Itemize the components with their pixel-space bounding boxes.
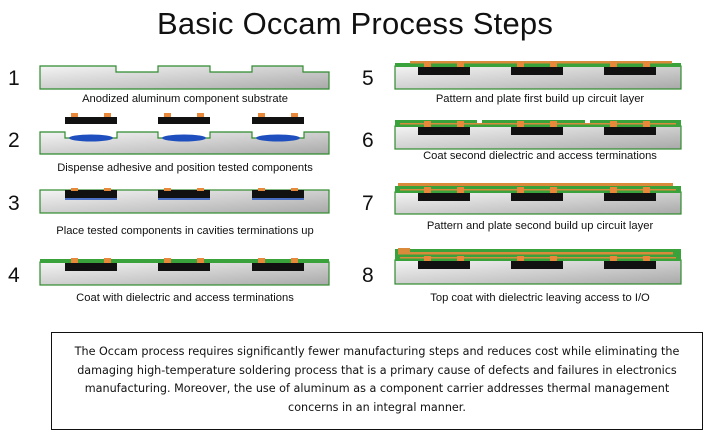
step-5-copper (410, 61, 672, 64)
step-2-adhesive-3 (256, 134, 300, 142)
step-5-caption: Pattern and plate first build up circuit… (435, 93, 645, 105)
step-7-caption: Pattern and plate second build up circui… (426, 220, 654, 232)
step-1-caption: Anodized aluminum component substrate (82, 93, 288, 105)
step-2-caption: Dispense adhesive and position tested co… (57, 162, 313, 174)
step-3-caption: Place tested components in cavities term… (56, 225, 314, 237)
step-6-diagram (394, 120, 682, 150)
step-3-number: 3 (8, 192, 20, 215)
step-2-number: 2 (8, 129, 20, 152)
step-5-diagram (394, 61, 682, 90)
step-8-diagram (394, 248, 682, 285)
step-1-substrate (39, 65, 330, 90)
step-6-number: 6 (362, 129, 374, 152)
step-1-number: 1 (8, 67, 20, 90)
step-1-diagram (39, 65, 330, 90)
step-8-caption: Top coat with dielectric leaving access … (430, 292, 650, 304)
step-7-copper-top (398, 183, 673, 186)
step-6-caption: Coat second dielectric and access termin… (423, 150, 657, 162)
step-8-io-access (398, 248, 410, 252)
step-2-adhesive-2 (162, 134, 206, 142)
step-2-adhesive-1 (69, 134, 113, 142)
step-7-diagram (394, 183, 682, 215)
process-diagrams (39, 61, 682, 286)
step-4-number: 4 (8, 264, 20, 287)
step-5-dielectric (395, 63, 681, 67)
step-8-topcoat (395, 249, 681, 261)
summary-box: The Occam process requires significantly… (51, 332, 703, 430)
step-3-diagram (39, 188, 330, 214)
page-title: Basic Occam Process Steps (156, 6, 554, 41)
step-4-caption: Coat with dielectric and access terminat… (76, 292, 294, 304)
step-8-number: 8 (362, 264, 374, 287)
step-2-diagram (39, 113, 330, 155)
step-2-component-2 (158, 113, 210, 124)
step-7-number: 7 (362, 192, 374, 215)
step-4-diagram (39, 258, 330, 286)
step-2-component-3 (252, 113, 304, 124)
step-5-number: 5 (362, 67, 374, 90)
step-4-dielectric (40, 259, 329, 263)
step-2-component-1 (65, 113, 117, 124)
